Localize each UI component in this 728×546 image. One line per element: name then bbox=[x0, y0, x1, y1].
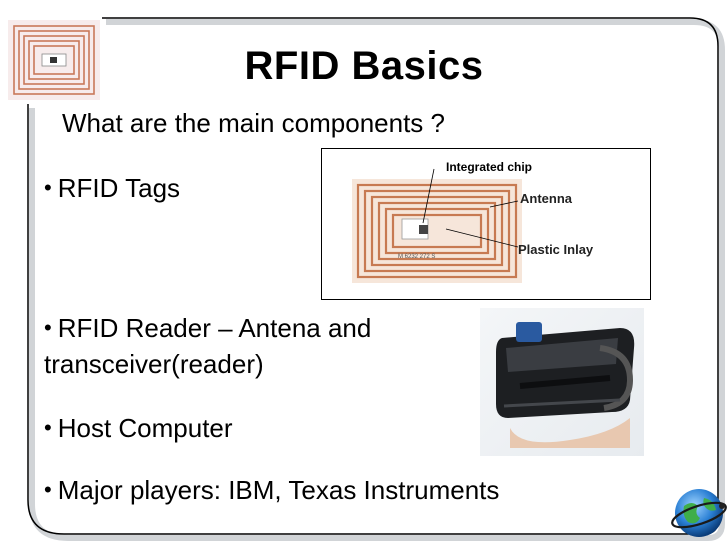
rfid-tag-diagram: M 6232 272 S Integrated chip Antenna Pla… bbox=[321, 148, 651, 300]
rfid-tag-thumbnail-icon bbox=[8, 20, 100, 100]
bullet-glyph: • bbox=[44, 415, 52, 440]
bullet-text: transceiver(reader) bbox=[44, 349, 264, 379]
label-plastic-inlay: Plastic Inlay bbox=[518, 242, 594, 257]
tag-serial-text: M 6232 272 S bbox=[398, 254, 435, 260]
bullet-text: Host Computer bbox=[57, 413, 233, 443]
bullet-major-players: •Major players: IBM, Texas Instruments bbox=[44, 472, 499, 510]
bullet-rfid-tags: •RFID Tags bbox=[44, 170, 180, 208]
bullet-glyph: • bbox=[44, 175, 52, 200]
slide-title: RFID Basics bbox=[244, 44, 484, 88]
globe-logo-icon bbox=[671, 489, 727, 537]
label-antenna: Antenna bbox=[520, 191, 573, 206]
rfid-tag-diagram-drawing: M 6232 272 S Integrated chip Antenna Pla… bbox=[352, 160, 594, 283]
handheld-reader-drawing bbox=[496, 322, 635, 448]
slide-subtitle: What are the main components ? bbox=[62, 108, 445, 138]
bullet-rfid-reader-continued: transceiver(reader) bbox=[44, 346, 264, 382]
label-integrated-chip: Integrated chip bbox=[446, 160, 532, 174]
bullet-host-computer: •Host Computer bbox=[44, 410, 233, 448]
bullet-rfid-reader: •RFID Reader – Antena and bbox=[44, 310, 371, 348]
bullet-text: RFID Tags bbox=[57, 173, 181, 203]
bullet-text: Major players: IBM, Texas Instruments bbox=[57, 475, 500, 505]
bullet-glyph: • bbox=[44, 477, 52, 502]
bullet-text: RFID Reader – Antena and bbox=[57, 313, 372, 343]
bullet-glyph: • bbox=[44, 315, 52, 340]
handheld-reader-photo bbox=[480, 308, 644, 456]
